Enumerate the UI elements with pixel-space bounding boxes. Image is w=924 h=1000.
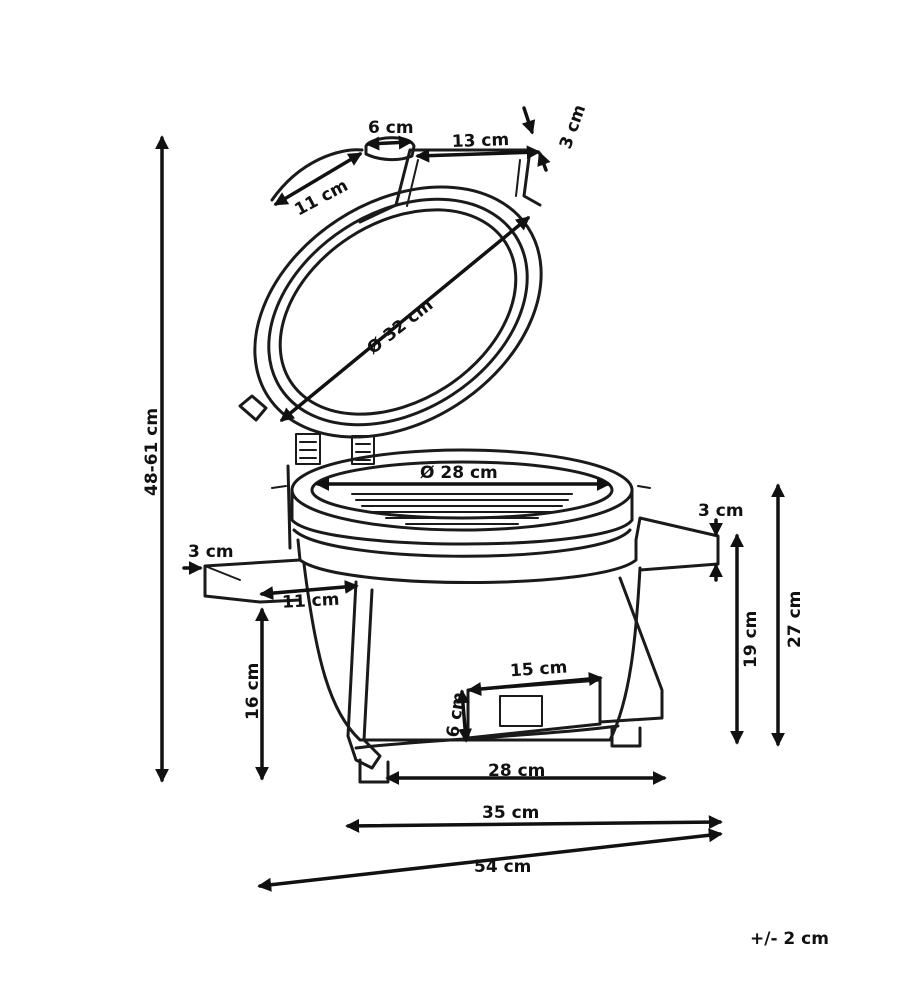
label-grill-diameter: Ø 28 cm: [420, 463, 498, 483]
label-lid-latch-width: 6 cm: [368, 118, 414, 138]
left-handle-length-arrow: [259, 579, 359, 601]
label-lid-handle-length: 13 cm: [451, 130, 509, 152]
label-lid-diameter: Ø 32 cm: [364, 295, 438, 359]
body-width-arrow: [345, 815, 723, 833]
label-right-handle-height: 3 cm: [698, 501, 744, 521]
cooking-grate: [351, 493, 573, 525]
lid-vent-arrow: [273, 152, 363, 206]
dimension-lines: [155, 106, 785, 892]
label-door-width: 15 cm: [509, 657, 568, 681]
lid-handle-length-arrow: [415, 145, 541, 163]
lid-latch-arrow: [365, 135, 413, 151]
hinge: [286, 433, 375, 550]
label-handle-floor-height: 16 cm: [243, 663, 263, 720]
label-body-height: 27 cm: [785, 591, 805, 648]
dimension-labels: 6 cm 13 cm 3 cm 11 cm Ø 32 cm Ø 28 cm 3 …: [142, 102, 829, 949]
lid: [253, 185, 543, 439]
bowl-body: [296, 538, 638, 584]
left-side-handle: [203, 558, 302, 604]
grill-illustration: [203, 136, 720, 784]
lid-latch: [238, 394, 268, 422]
total-width-arrow: [257, 828, 723, 892]
label-total-height: 48-61 cm: [142, 408, 162, 496]
label-left-handle-length: 11 cm: [282, 590, 340, 613]
label-right-handle-floor-height: 19 cm: [741, 611, 761, 668]
label-lid-handle-height: 3 cm: [556, 102, 590, 152]
lid-diameter-arrow: [279, 216, 531, 422]
label-lid-vent: 11 cm: [291, 176, 351, 221]
door-width-arrow: [467, 672, 603, 696]
label-left-handle-height: 3 cm: [188, 542, 234, 562]
label-tolerance: +/- 2 cm: [750, 929, 829, 949]
right-side-handle: [634, 516, 720, 572]
label-body-width: 35 cm: [482, 803, 539, 823]
label-total-width: 54 cm: [474, 857, 531, 877]
door-height-arrow: [455, 689, 473, 743]
label-base-depth: 28 cm: [488, 761, 545, 781]
